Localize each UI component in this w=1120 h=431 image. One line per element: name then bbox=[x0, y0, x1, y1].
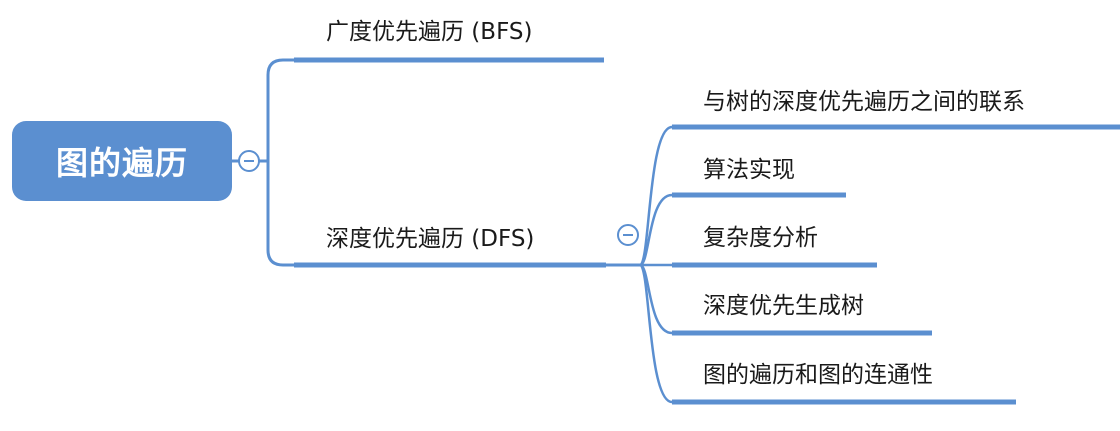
root-node[interactable]: 图的遍历 bbox=[12, 121, 232, 201]
root-node-label: 图的遍历 bbox=[55, 144, 188, 182]
minus-circle-icon bbox=[244, 160, 254, 162]
branch-dfs-label[interactable]: 深度优先遍历 (DFS) bbox=[326, 226, 535, 252]
minus-circle-icon bbox=[623, 234, 633, 236]
dfs-child-tree-relation-label[interactable]: 与树的深度优先遍历之间的联系 bbox=[703, 89, 1025, 115]
branch-bfs-label[interactable]: 广度优先遍历 (BFS) bbox=[326, 19, 533, 45]
connector-root-to-bfs bbox=[266, 58, 294, 161]
root-collapse-toggle[interactable] bbox=[238, 150, 260, 172]
dfs-child-complexity-label[interactable]: 复杂度分析 bbox=[703, 225, 818, 251]
dfs-child-connectivity-label[interactable]: 图的遍历和图的连通性 bbox=[703, 362, 933, 388]
connector-root-to-dfs bbox=[266, 161, 294, 267]
dfs-child-algorithm-label[interactable]: 算法实现 bbox=[703, 157, 795, 183]
dfs-collapse-toggle[interactable] bbox=[617, 224, 639, 246]
connector-dfs-to-child-1 bbox=[639, 193, 673, 267]
dfs-child-spanning-tree-label[interactable]: 深度优先生成树 bbox=[703, 293, 864, 319]
connector-dfs-to-child-4 bbox=[638, 263, 673, 404]
